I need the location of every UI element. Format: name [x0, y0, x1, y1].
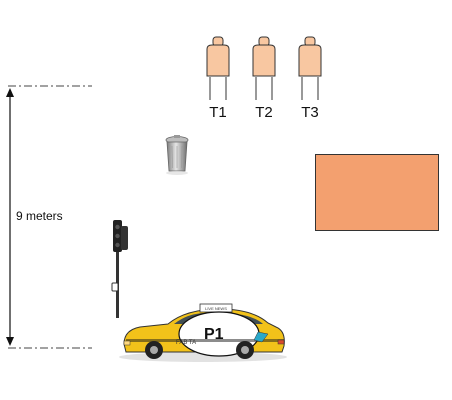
target-silhouette-icon — [206, 36, 322, 100]
target-label-t3: T3 — [301, 104, 319, 121]
taxi-sign-text: LIVE NEWS — [205, 306, 227, 311]
target-label-t2: T2 — [255, 104, 273, 121]
traffic-light-icon — [111, 220, 128, 318]
distance-label: 9 meters — [16, 209, 63, 223]
cover-block — [315, 154, 439, 231]
trash-can-icon — [165, 135, 189, 175]
target-label-t1: T1 — [209, 104, 227, 121]
vehicle-label: P1 — [204, 326, 224, 343]
taxi-door-text: FAB TA — [176, 340, 196, 346]
distance-marker — [6, 85, 92, 349]
taxi-icon: LIVE NEWS FAB TA — [119, 303, 287, 362]
